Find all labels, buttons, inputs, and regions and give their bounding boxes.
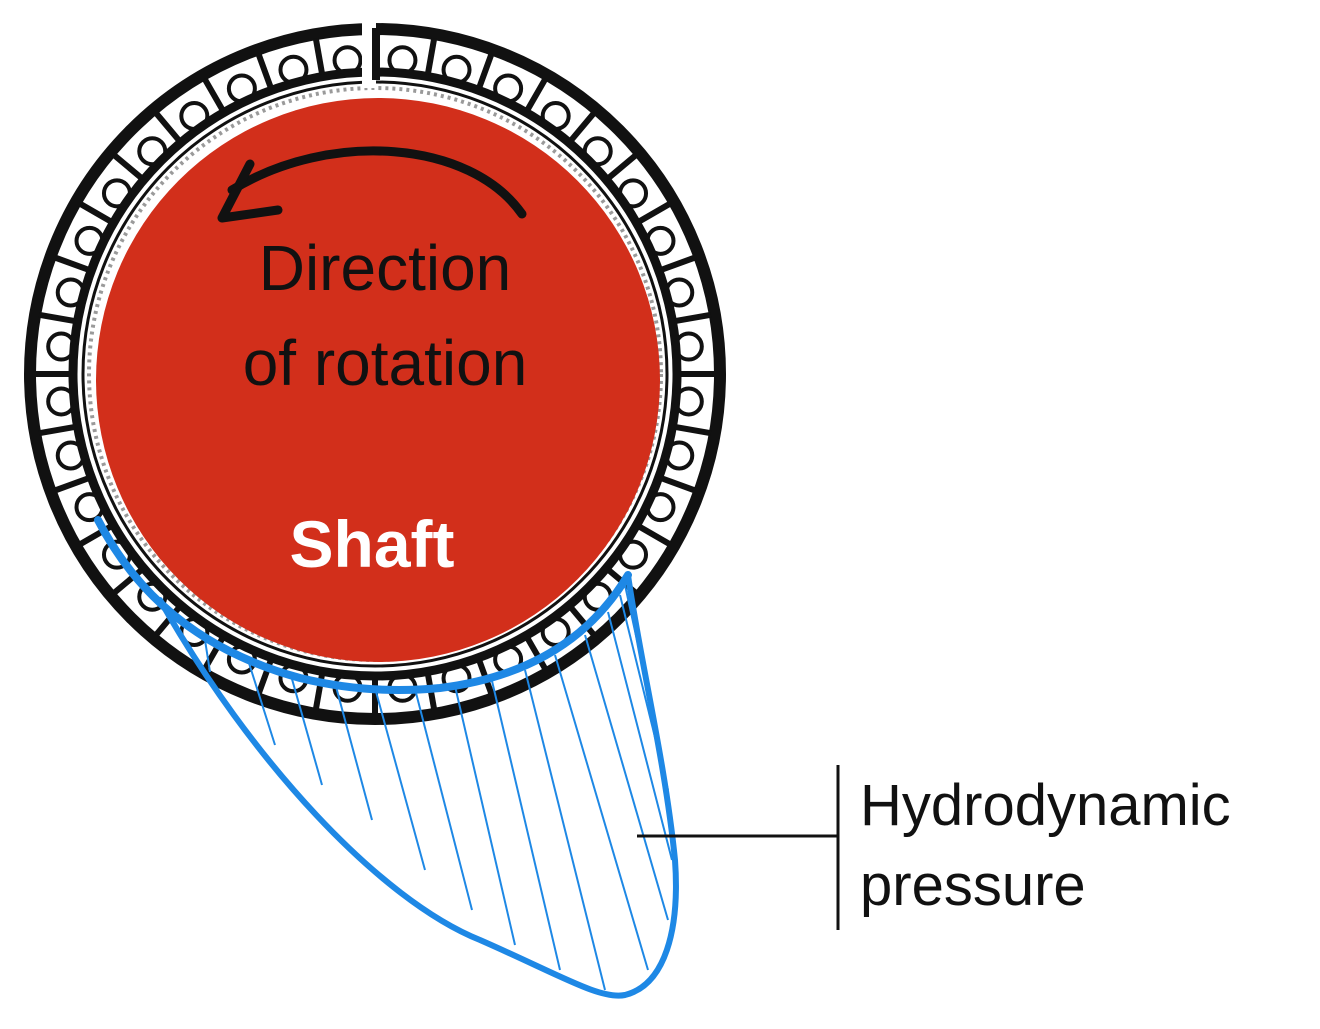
bearing-cell-bump [664,277,695,308]
pressure-hatch-line [247,659,276,746]
bearing-cell-divider [78,200,114,225]
bearing-cell-divider [524,77,549,113]
pressure-label-line1: Hydrodynamic [860,773,1231,838]
bearing-cell-bump [441,54,472,85]
bearing-cell-bump [137,581,168,612]
bearing-cell-bump [618,178,649,209]
shaft-circle [96,98,660,662]
bearing-cell-divider [312,37,326,76]
bearing-cell-bump [387,45,418,76]
pressure-hatch-line [374,687,426,871]
pressure-hatch-line [491,680,561,971]
bearing-cell-bump [618,539,649,570]
bearing-cell-divider [53,475,91,494]
pressure-hatch-line [607,611,673,861]
pressure-hatch-line [584,634,669,921]
bearing-cell-divider [524,635,549,671]
bearing-cell-divider [153,110,182,144]
pressure-label-line2: pressure [860,853,1086,918]
bearing-cell-divider [659,475,697,494]
bearing-cell-bump [46,386,77,417]
bearing-cell-bump [74,225,105,256]
bearing-cell-divider [659,254,697,273]
bearing-cell-divider [201,77,226,113]
pressure-distribution [94,516,679,999]
bearing-cell-bump [55,277,86,308]
bearing-cell-bump [46,331,77,362]
shaft-label: Shaft [290,507,455,581]
bearing-cell-divider [111,152,145,181]
bearing-cell-bump [179,100,210,131]
bearing-cell-divider [38,423,77,437]
bearing-cell-divider [38,311,77,325]
bearing-cell-bump [645,492,676,523]
pressure-hatch-line [414,688,473,911]
bearing-cell-divider [605,152,639,181]
bearing-cell-divider [636,523,672,548]
pressure-hatch-line [454,685,516,946]
bearing-cell-bump [101,539,132,570]
bearing-cell-bump [101,178,132,209]
pressure-hatch-line [524,669,606,991]
bearing-cell-divider [568,604,597,638]
direction-label-line2: of rotation [243,327,528,399]
bearing-cell-bump [673,386,704,417]
bearing-cell-bump [332,45,363,76]
direction-label-line1: Direction [259,232,512,304]
bearing-cell-bump [278,54,309,85]
bearing-cell-divider [255,52,274,90]
pressure-hatch-lines [204,584,673,991]
bearing-cell-bump [493,73,524,104]
bearing-cell-bump [226,73,257,104]
bearing-cell-divider [53,254,91,273]
bearing-cell-bump [137,136,168,167]
pressure-inner-boundary [94,516,632,694]
rotation-arrow-icon [217,146,527,223]
pressure-hatch-line [334,682,373,821]
bearing-cell-bump [645,225,676,256]
pressure-hatch-line [289,671,323,786]
bearing-cell-bump [673,331,704,362]
bearing-cell-divider [476,52,495,90]
bearing-cell-divider [424,37,438,76]
bearing-cell-bump [540,100,571,131]
pressure-hatch-line [204,639,211,673]
bearing-cell-bump [74,492,105,523]
pressure-leader-line [637,765,840,930]
pressure-hatch-line [554,654,649,971]
bearing-cell-divider [636,200,672,225]
bearing-cell-divider [673,423,712,437]
bearing-cell-bump [582,136,613,167]
bearing-cell-divider [673,311,712,325]
bearing-cell-bump [664,440,695,471]
bearing-cell-divider [568,110,597,144]
bearing-cell-bump [55,440,86,471]
pressure-outer-curve [157,572,679,999]
